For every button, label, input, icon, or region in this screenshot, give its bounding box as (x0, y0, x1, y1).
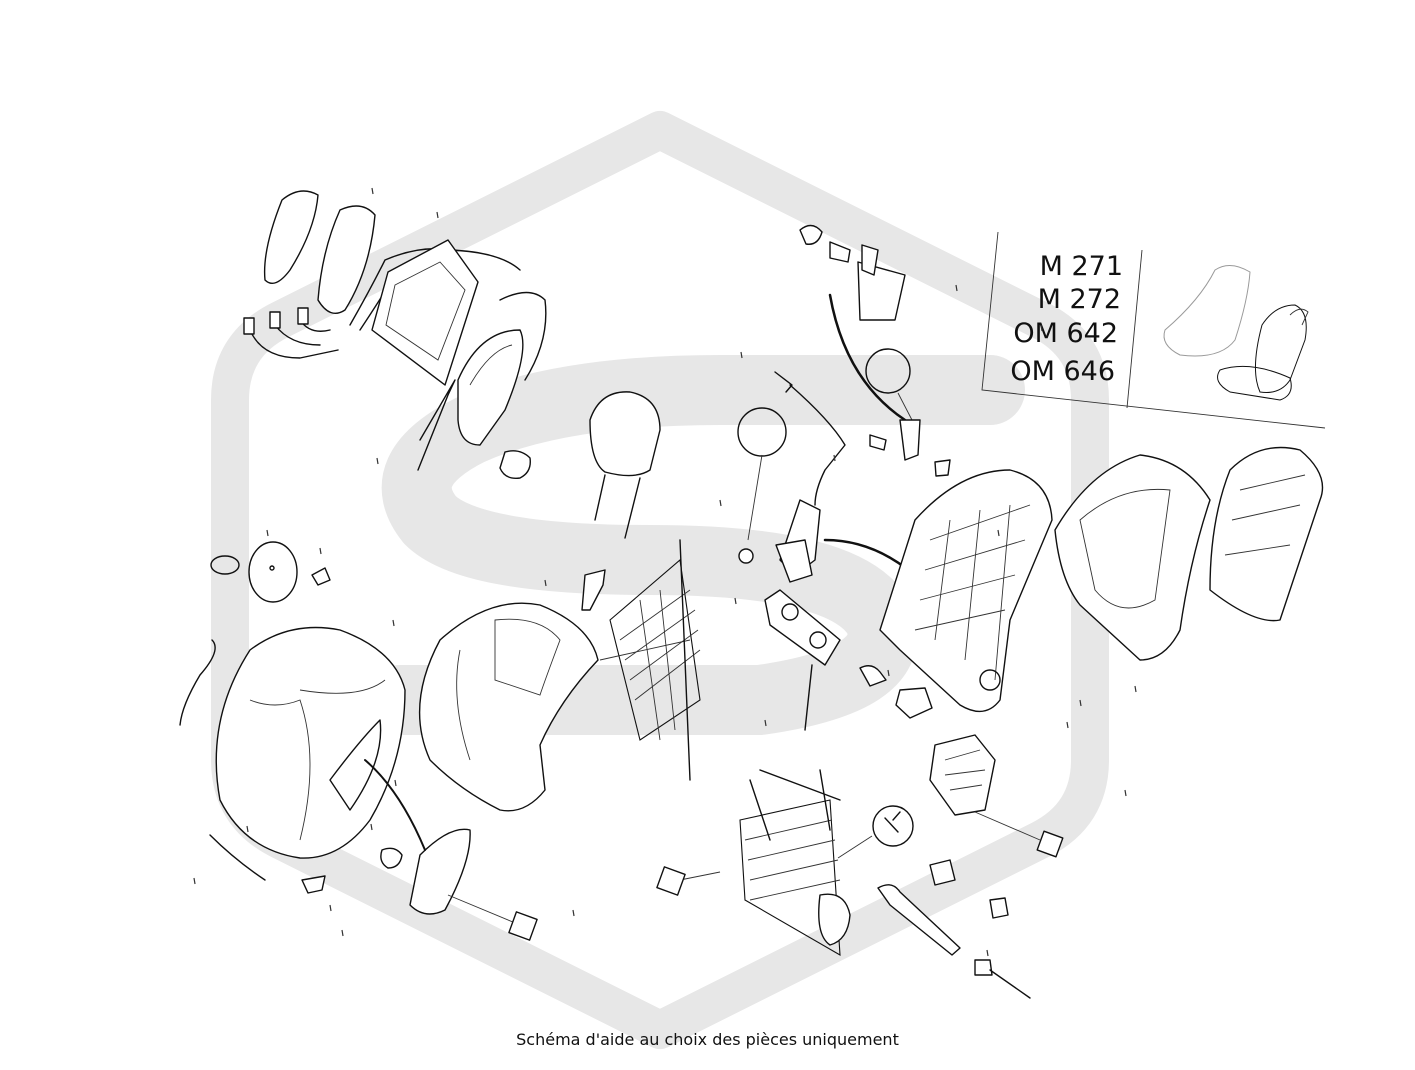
engine-code-om642: OM 642 (1013, 318, 1118, 349)
seat-back-cover-rear (418, 602, 599, 812)
engine-code-m271: M 271 (1040, 251, 1123, 282)
headrest-pad-group (243, 190, 547, 386)
seat-back-rear-shell (1054, 446, 1324, 661)
cushion-spring-frame (656, 769, 914, 956)
seat-motor-cable-assembly (737, 371, 927, 587)
lumbar-spring-frame (599, 539, 701, 781)
side-trim-panel (417, 329, 531, 479)
seat-back-frame (879, 469, 1053, 713)
side-airbag-module (364, 759, 538, 941)
part-index-ticks (193, 187, 1137, 957)
switch-callout (828, 244, 951, 477)
headrest (589, 391, 661, 539)
fasteners-center (581, 224, 887, 687)
diagram-caption: Schéma d'aide au choix des pièces unique… (516, 1030, 899, 1049)
small-parts-left (179, 541, 403, 894)
seat-thumbnail-icon (1163, 265, 1309, 401)
right-lower-parts (877, 687, 1064, 999)
engine-codes-panel: M 271 M 272 OM 642 OM 646 (981, 231, 1326, 429)
seat-back-cover-front (215, 626, 406, 859)
engine-code-m272: M 272 (1038, 284, 1121, 315)
engine-code-om646: OM 646 (1010, 356, 1115, 387)
control-unit-plate (764, 589, 841, 731)
